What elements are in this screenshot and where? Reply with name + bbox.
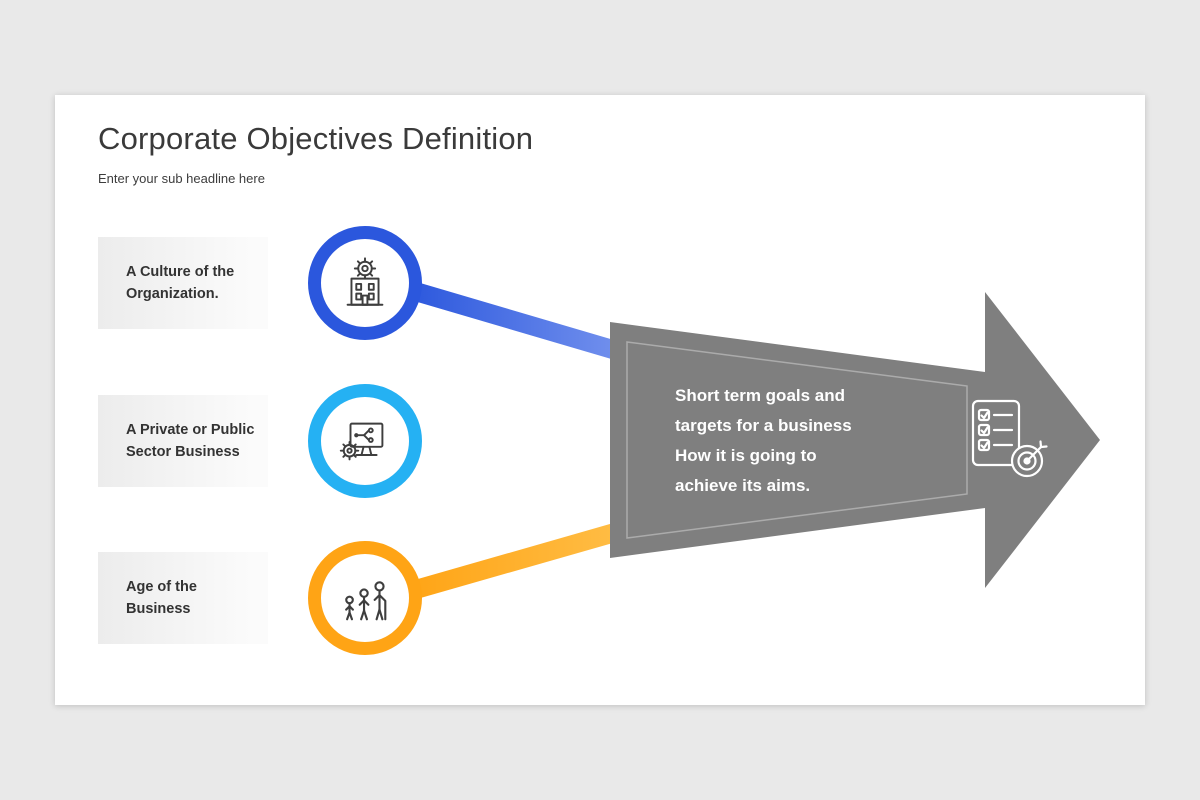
item-label-3: Age of the Business <box>126 578 197 617</box>
arrow-text-line-4: achieve its aims. <box>675 476 811 495</box>
monitor-circuit-icon <box>339 422 384 461</box>
item-label-box-3: Age of the Business <box>98 552 268 644</box>
item-label-2: A Private or Public Sector Business <box>126 421 255 460</box>
diagram-canvas <box>404 279 1100 602</box>
slide: Corporate Objectives Definition Enter yo… <box>55 95 1145 705</box>
item-label-1: A Culture of the Organization. <box>126 263 235 302</box>
page-title: Corporate Objectives Definition <box>98 121 534 156</box>
checklist-target-icon <box>968 397 1048 483</box>
item-circle-1 <box>308 226 422 340</box>
process-arrow <box>610 292 1100 588</box>
item-circle-3 <box>308 541 422 655</box>
arrow-text-line-3: How it is going to <box>675 446 817 465</box>
arrow-text-line-1: Short term goals and <box>675 386 846 405</box>
item-circle-2 <box>308 384 422 498</box>
building-gear-icon <box>346 257 384 306</box>
arrow-text: Short term goals and targets for a busin… <box>675 381 852 501</box>
arrow-text-line-2: targets for a business <box>675 416 852 435</box>
page-subtitle: Enter your sub headline here <box>98 171 265 186</box>
item-label-box-1: A Culture of the Organization. <box>98 237 268 329</box>
people-growth-icon <box>345 581 387 621</box>
item-label-box-2: A Private or Public Sector Business <box>98 395 268 487</box>
arrow-inner-outline <box>626 341 968 539</box>
